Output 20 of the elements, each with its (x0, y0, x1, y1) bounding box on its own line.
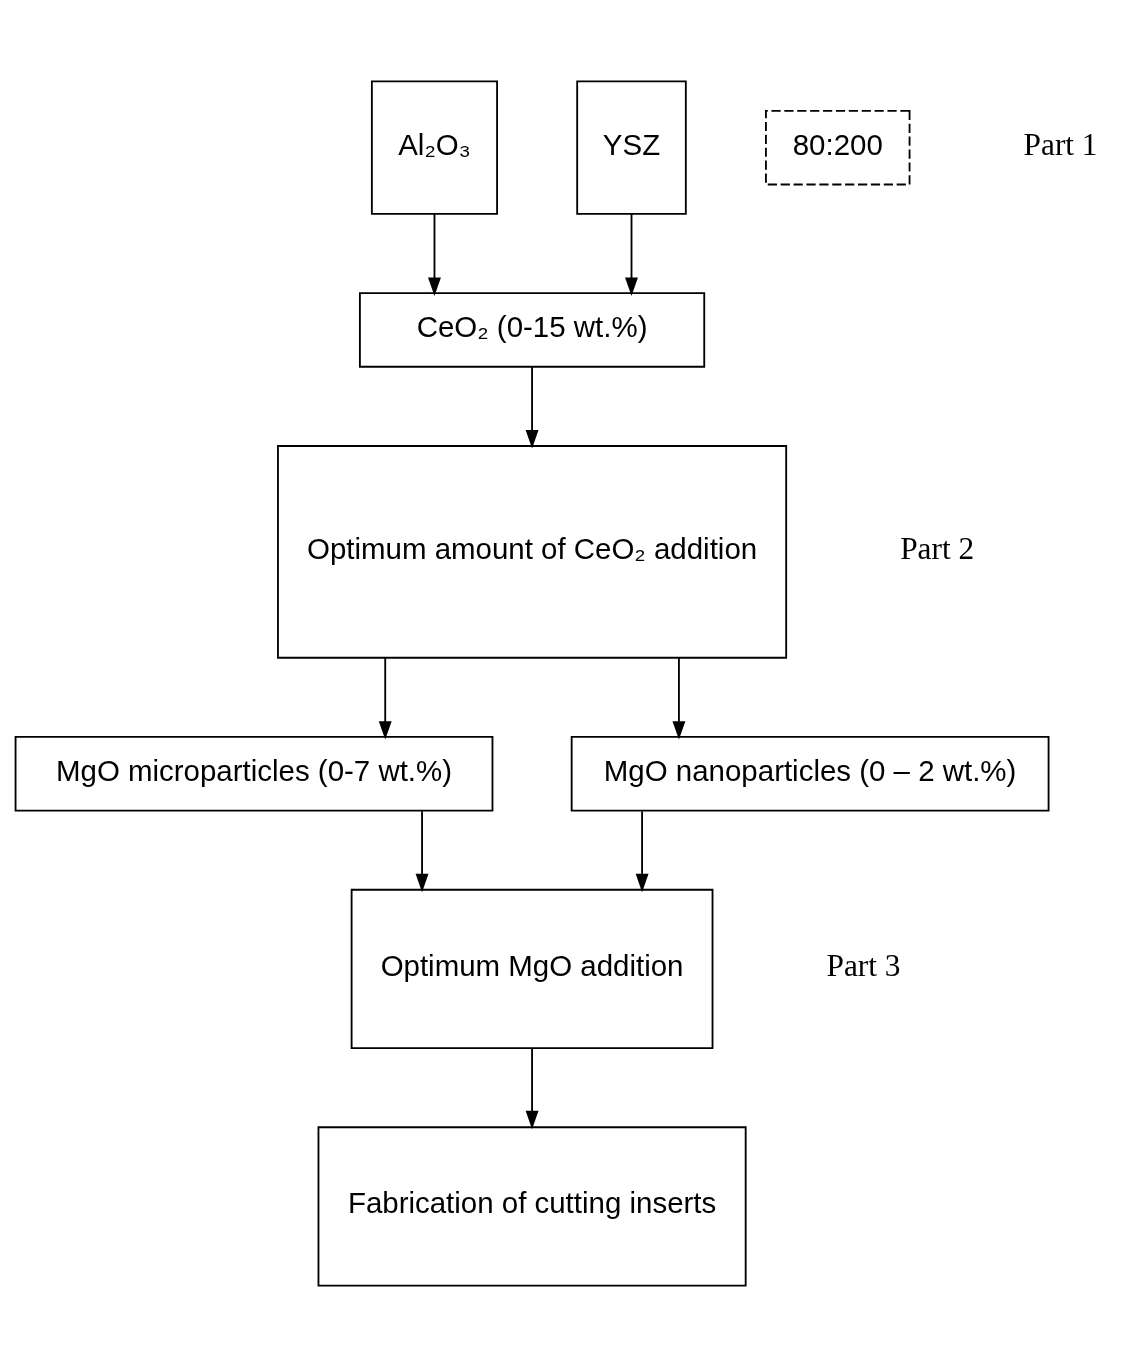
node-box: Al₂O₃ (370, 80, 498, 215)
arrow (625, 213, 638, 296)
node-box: Fabrication of cutting inserts (317, 1126, 747, 1287)
node-box: CeO₂ (0-15 wt.%) (358, 292, 706, 368)
node-box: YSZ (576, 80, 687, 215)
arrow (525, 366, 539, 449)
label: Part 2 (900, 531, 975, 567)
arrow (672, 657, 686, 740)
label: Part 3 (826, 948, 901, 984)
arrow (378, 657, 392, 740)
node-box: MgO nanoparticles (0 – 2 wt.%) (570, 736, 1050, 812)
node-box: Optimum MgO addition (350, 888, 714, 1049)
arrow (525, 1047, 539, 1130)
arrow (415, 810, 429, 893)
node-box: 80:200 (765, 109, 911, 186)
label: Part 1 (1023, 127, 1098, 163)
arrow (635, 810, 649, 893)
arrow (428, 213, 441, 296)
node-box: MgO microparticles (0-7 wt.%) (14, 736, 494, 812)
node-box: Optimum amount of CeO₂ addition (277, 445, 788, 659)
